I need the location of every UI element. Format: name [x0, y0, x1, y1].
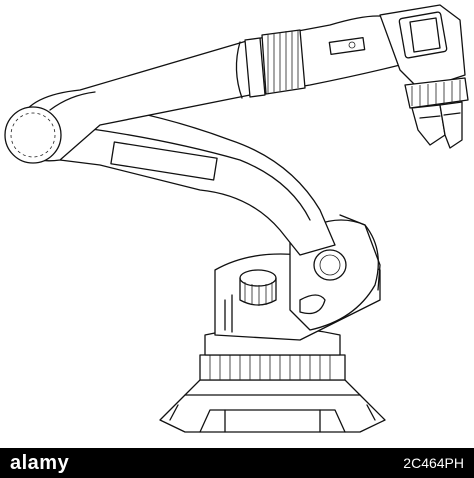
robot-gripper: [379, 4, 469, 149]
robot-base: [159, 326, 386, 433]
robot-lower-arm: [59, 99, 336, 256]
image-id: 2C464PH: [403, 455, 464, 471]
alamy-logo: alamy: [10, 451, 70, 474]
watermark-bar: alamy 2C464PH: [0, 448, 474, 478]
robot-arm-illustration: [4, 4, 469, 433]
robot-upper-arm: [4, 15, 401, 164]
